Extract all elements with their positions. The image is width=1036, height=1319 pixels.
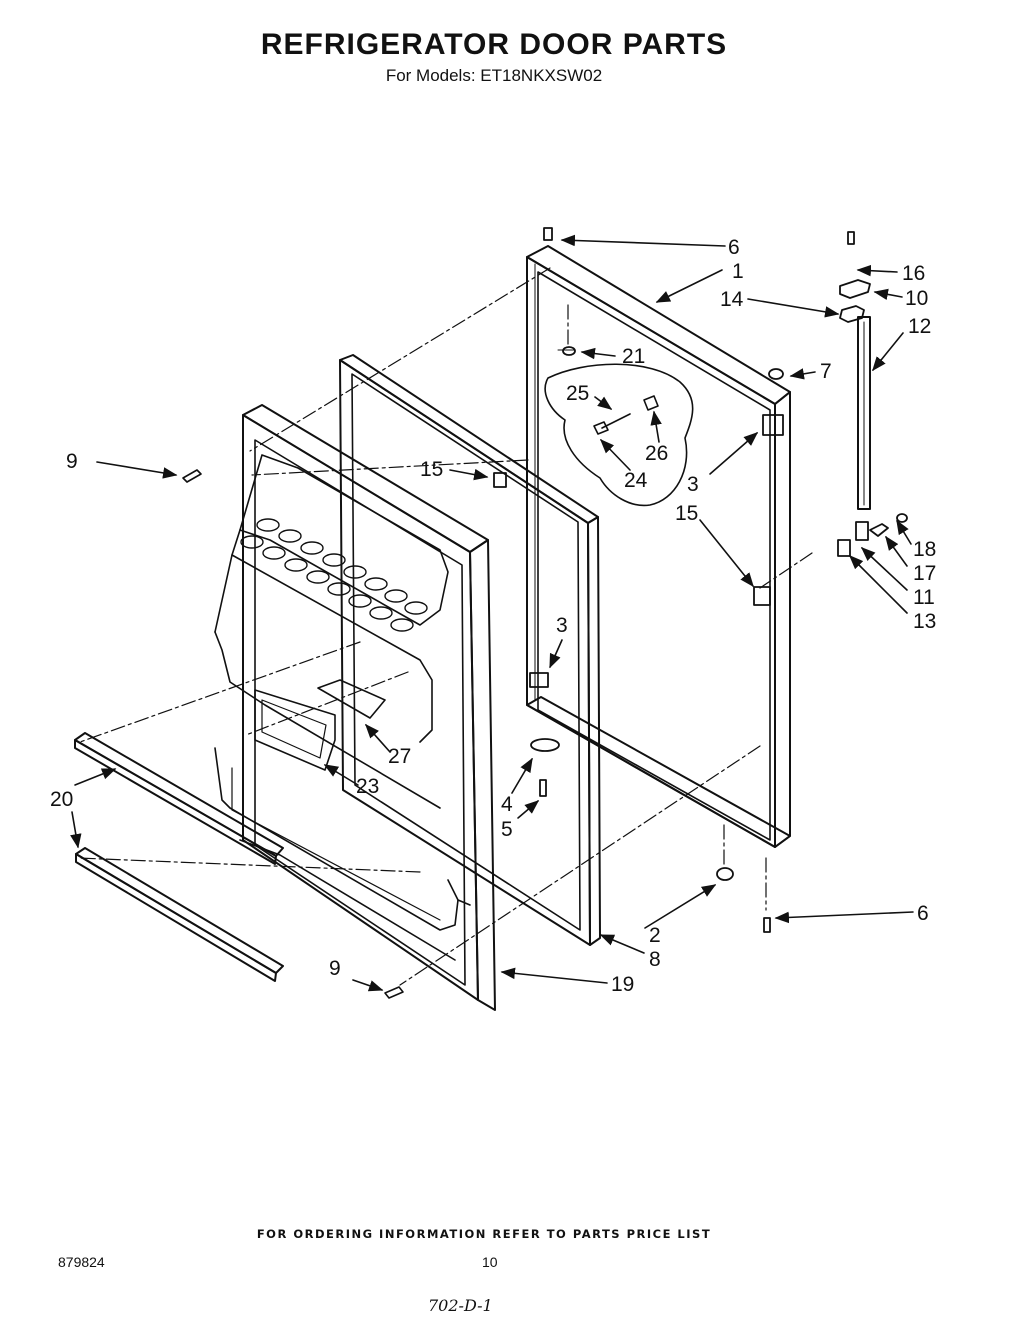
page-number: 10 bbox=[482, 1254, 498, 1270]
inner-door-liner bbox=[214, 404, 496, 1011]
callout-8: 8 bbox=[649, 948, 661, 971]
shelf-rail-lower bbox=[75, 847, 284, 982]
callout-9-bottom: 9 bbox=[329, 957, 341, 980]
upper-hinge-parts bbox=[762, 231, 871, 436]
leader-arrows bbox=[70, 234, 914, 992]
callout-15-right: 15 bbox=[675, 502, 698, 525]
callout-16: 16 bbox=[902, 262, 925, 285]
callout-15-left: 15 bbox=[420, 458, 443, 481]
shelf-rail-upper bbox=[74, 732, 284, 865]
callout-27: 27 bbox=[388, 745, 411, 768]
callout-12: 12 bbox=[908, 315, 931, 338]
callout-17: 17 bbox=[913, 562, 936, 585]
callout-25: 25 bbox=[566, 382, 589, 405]
callout-labels: 6 1 16 14 10 12 21 7 25 26 24 9 15 3 15 … bbox=[50, 236, 936, 996]
callout-6-top: 6 bbox=[728, 236, 740, 259]
hinge-rod bbox=[857, 316, 871, 510]
model-subtitle: For Models: ET18NKXSW02 bbox=[385, 66, 603, 85]
outer-door-panel bbox=[526, 245, 791, 848]
alignment-lines bbox=[77, 267, 813, 986]
inset-detail-blob bbox=[544, 363, 694, 507]
callout-10: 10 bbox=[905, 287, 928, 310]
callout-3-lower: 3 bbox=[556, 614, 568, 637]
callout-9-top: 9 bbox=[66, 450, 78, 473]
callout-23: 23 bbox=[356, 775, 379, 798]
callout-13: 13 bbox=[913, 610, 936, 633]
door-gasket bbox=[339, 354, 601, 946]
callout-4: 4 bbox=[501, 793, 513, 816]
lower-hinge-parts bbox=[753, 513, 908, 606]
handwritten-note: 702-D-1 bbox=[428, 1296, 493, 1315]
ordering-note: FOR ORDERING INFORMATION REFER TO PARTS … bbox=[256, 1227, 712, 1241]
center-hinge-parts bbox=[493, 227, 771, 933]
callout-24: 24 bbox=[624, 469, 648, 492]
callout-3-upper: 3 bbox=[687, 473, 699, 496]
callout-11: 11 bbox=[913, 586, 935, 609]
callout-19: 19 bbox=[611, 973, 634, 996]
callout-26: 26 bbox=[645, 442, 668, 465]
callout-21: 21 bbox=[622, 345, 645, 368]
callout-18: 18 bbox=[913, 538, 936, 561]
callout-1: 1 bbox=[732, 260, 744, 283]
screws bbox=[182, 469, 404, 999]
page-title: REFRIGERATOR DOOR PARTS bbox=[260, 28, 728, 61]
inset-bracket bbox=[593, 395, 659, 435]
callout-14: 14 bbox=[720, 288, 744, 311]
callout-6-bottom: 6 bbox=[917, 902, 929, 925]
callout-20: 20 bbox=[50, 788, 73, 811]
document-number: 879824 bbox=[58, 1254, 105, 1270]
callout-5: 5 bbox=[501, 818, 513, 841]
callout-2: 2 bbox=[649, 924, 661, 947]
callout-7: 7 bbox=[820, 360, 832, 383]
